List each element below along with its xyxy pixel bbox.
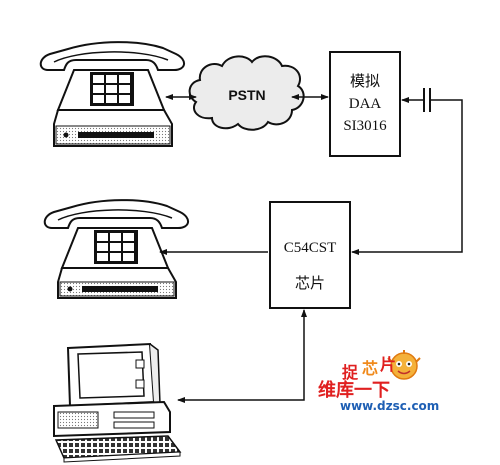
chip-label-line1: C54CST — [284, 240, 337, 256]
telephone-icon — [39, 41, 185, 147]
watermark-char-1: 捉 — [342, 363, 359, 382]
daa-label-line3: SI3016 — [343, 118, 387, 134]
daa-label-line1: 模拟 — [350, 73, 380, 90]
chip-box: C54CST 芯片 — [269, 201, 351, 309]
watermark-char-2: 芯 — [362, 359, 378, 378]
telephone-icon — [43, 199, 189, 299]
pstn-label: PSTN — [228, 87, 265, 103]
daa-label-line2: DAA — [349, 96, 382, 112]
mascot-icon — [387, 350, 421, 380]
connector-daa-chip — [351, 88, 463, 255]
pstn-cloud: PSTN — [188, 55, 305, 131]
watermark-url: www.dzsc.com — [340, 399, 439, 413]
computer-icon — [53, 342, 182, 463]
watermark-char-3: 片 — [380, 355, 396, 374]
connector-computer-chip — [177, 309, 307, 403]
chip-label-line2: 芯片 — [295, 275, 325, 292]
watermark: 捉 芯 片 维库一下 www.dzsc.com — [318, 350, 439, 413]
watermark-brand: 维库一下 — [318, 379, 390, 401]
daa-box: 模拟 DAA SI3016 — [329, 51, 401, 157]
